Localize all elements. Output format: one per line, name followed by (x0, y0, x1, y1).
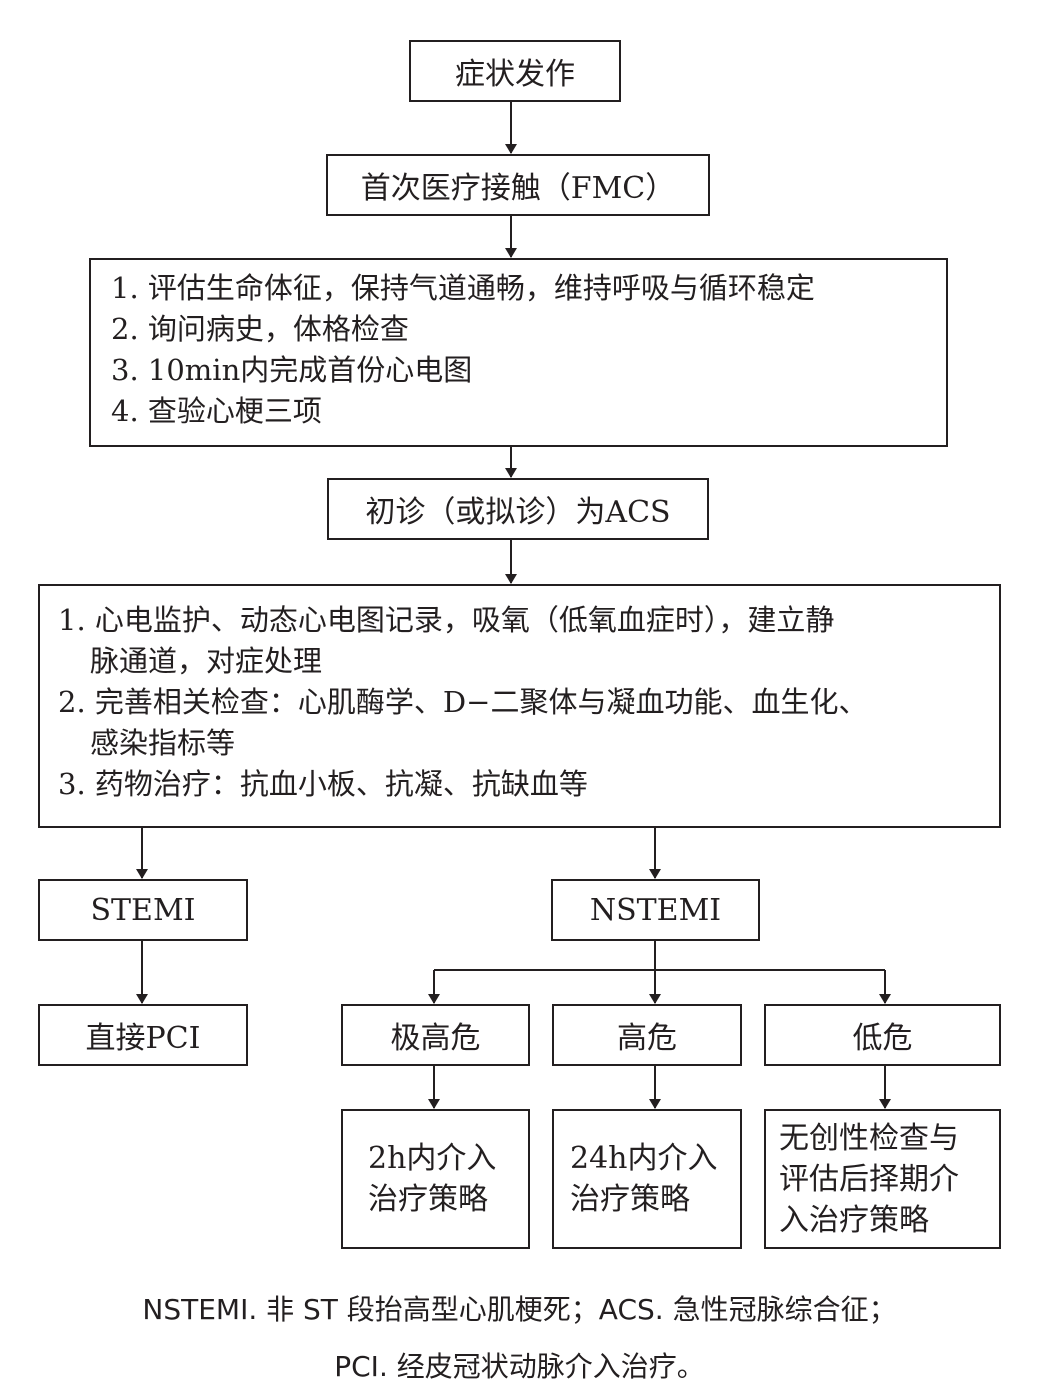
node-label: STEMI (90, 892, 196, 928)
node-line: 2h内介入 (368, 1141, 497, 1176)
node-label: 极高危 (390, 1021, 481, 1056)
node-line: 评估后择期介 (779, 1161, 959, 1197)
node-symptom-onset: 症状发作 (409, 40, 621, 102)
node-label: 高危 (617, 1021, 677, 1056)
node-label: 直接PCI (85, 1021, 201, 1056)
list-item: 3. 药物治疗：抗血小板、抗凝、抗缺血等 (58, 767, 588, 801)
node-direct-pci: 直接PCI (38, 1004, 248, 1066)
node-very-high-strategy: 2h内介入 治疗策略 (341, 1109, 530, 1249)
list-item: 1. 评估生命体征，保持气道通畅，维持呼吸与循环稳定 (111, 271, 815, 305)
node-line: 入治疗策略 (779, 1202, 929, 1238)
node-acs-diagnosis: 初诊（或拟诊）为ACS (327, 478, 709, 540)
list-item: 1. 心电监护、动态心电图记录，吸氧（低氧血症时），建立静 (58, 603, 835, 637)
figure-caption-line-2: PCI. 经皮冠状动脉介入治疗。 (334, 1350, 705, 1383)
node-stemi: STEMI (38, 879, 248, 941)
node-nstemi: NSTEMI (551, 879, 760, 941)
list-item-continuation: 感染指标等 (90, 726, 236, 760)
node-line: 治疗策略 (570, 1182, 690, 1217)
node-label: 首次医疗接触（FMC） (360, 171, 676, 206)
node-line: 治疗策略 (368, 1182, 488, 1217)
list-item: 3. 10min内完成首份心电图 (111, 353, 473, 387)
node-line: 无创性检查与 (779, 1120, 959, 1156)
list-item: 4. 查验心梗三项 (111, 394, 322, 428)
node-label: NSTEMI (589, 892, 722, 928)
node-very-high-risk: 极高危 (341, 1004, 530, 1066)
list-item: 2. 完善相关检查：心肌酶学、D−二聚体与凝血功能、血生化、 (58, 685, 868, 719)
figure-caption-line-1: NSTEMI. 非 ST 段抬高型心肌梗死；ACS. 急性冠脉综合征； (142, 1293, 897, 1326)
node-label: 低危 (852, 1021, 913, 1056)
node-initial-assessment: 1. 评估生命体征，保持气道通畅，维持呼吸与循环稳定 2. 询问病史，体格检查 … (89, 258, 948, 447)
node-label: 初诊（或拟诊）为ACS (365, 495, 671, 530)
node-high-strategy: 24h内介入 治疗策略 (552, 1109, 742, 1249)
node-high-risk: 高危 (552, 1004, 742, 1066)
list-item-continuation: 脉通道，对症处理 (90, 644, 323, 678)
node-first-medical-contact: 首次医疗接触（FMC） (326, 154, 710, 216)
node-low-strategy: 无创性检查与 评估后择期介 入治疗策略 (764, 1109, 1001, 1249)
node-acs-treatment: 1. 心电监护、动态心电图记录，吸氧（低氧血症时），建立静 脉通道，对症处理 2… (38, 584, 1001, 828)
list-item: 2. 询问病史，体格检查 (111, 312, 409, 346)
node-low-risk: 低危 (764, 1004, 1001, 1066)
node-label: 症状发作 (455, 57, 575, 92)
node-line: 24h内介入 (570, 1141, 718, 1176)
